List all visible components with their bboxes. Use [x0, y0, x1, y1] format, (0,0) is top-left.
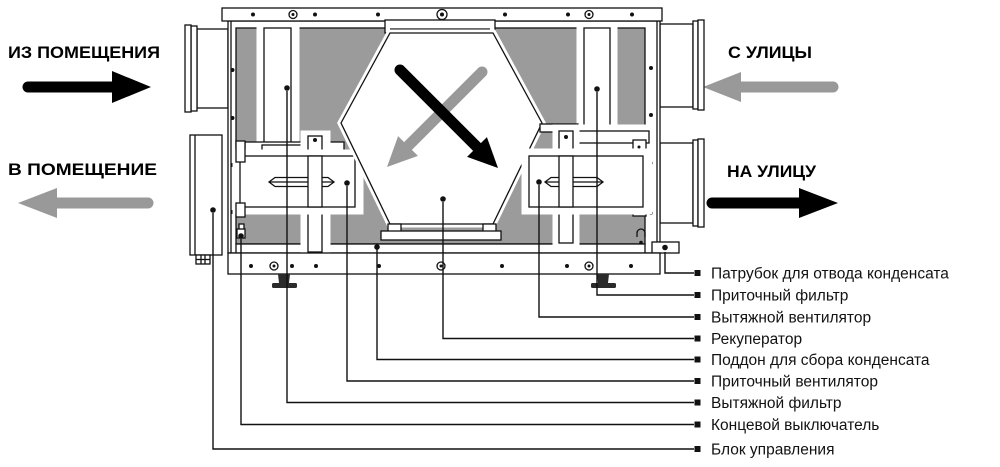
exhaust-filter: [256, 22, 300, 154]
flow-arrow-from-room: ИЗ ПОМЕЩЕНИЯ: [8, 43, 160, 103]
flow-label-from-street: С УЛИЦЫ: [728, 43, 812, 62]
callout-supply-fan: Приточный вентилятор: [344, 180, 878, 391]
callout-condensate-pipe: Патрубок для отвода конденсата: [662, 244, 949, 283]
callout-label: Приточный вентилятор: [711, 374, 878, 391]
flow-label-from-room: ИЗ ПОМЕЩЕНИЯ: [8, 43, 160, 62]
arrow-head-icon: [703, 72, 741, 102]
flow-arrow-to-room: В ПОМЕЩЕНИЕ: [8, 160, 157, 218]
screw-icon: [288, 8, 594, 21]
hook-detail-icon: [636, 228, 646, 237]
callout-exhaust-filter: Вытяжной фильтр: [284, 85, 842, 412]
callout-condensate-tray: Поддон для сбора конденсата: [374, 244, 930, 369]
ventilation-unit: [184, 7, 705, 288]
callouts: Патрубок для отвода конденсата Приточный…: [210, 85, 949, 459]
callout-exhaust-fan: Вытяжной вентилятор: [536, 179, 871, 327]
callout-limit-switch: Концевой выключатель: [238, 233, 879, 434]
flow-arrow-from-street: С УЛИЦЫ: [703, 43, 839, 102]
flow-arrow-to-street: НА УЛИЦУ: [706, 162, 838, 218]
callout-label: Вытяжной фильтр: [711, 395, 842, 412]
bottom-rail: [227, 252, 661, 288]
condensate-tray: [235, 243, 646, 254]
flow-label-to-room: В ПОМЕЩЕНИЕ: [8, 160, 157, 179]
callout-label: Вытяжной вентилятор: [711, 310, 871, 327]
foot-left: [272, 274, 297, 288]
callout-recuperator: Рекуператор: [440, 196, 802, 348]
exhaust-fan: [521, 148, 653, 215]
callout-supply-filter: Приточный фильтр: [594, 86, 848, 305]
arrow-head-icon: [112, 71, 151, 103]
supply-fan: [232, 149, 364, 215]
foot-right: [591, 274, 616, 288]
callout-label: Концевой выключатель: [711, 417, 879, 434]
duct-right-top: [659, 19, 705, 111]
flow-label-to-street: НА УЛИЦУ: [727, 162, 816, 181]
callout-label: Патрубок для отвода конденсата: [711, 266, 949, 283]
duct-right-bottom: [659, 138, 705, 228]
callout-control-unit: Блок управления: [210, 207, 834, 459]
callout-label: Рекуператор: [711, 331, 802, 348]
callout-label: Блок управления: [711, 442, 834, 459]
duct-left-top: [184, 24, 229, 113]
callout-label: Поддон для сбора конденсата: [711, 352, 930, 369]
heat-exchanger: [337, 19, 546, 241]
top-rail: [221, 7, 663, 22]
arrow-head-icon: [799, 188, 838, 218]
callout-label: Приточный фильтр: [711, 288, 848, 305]
crossflow-arrows-icon: [387, 64, 498, 168]
control-panel: [189, 134, 223, 265]
arrow-head-icon: [18, 188, 57, 218]
